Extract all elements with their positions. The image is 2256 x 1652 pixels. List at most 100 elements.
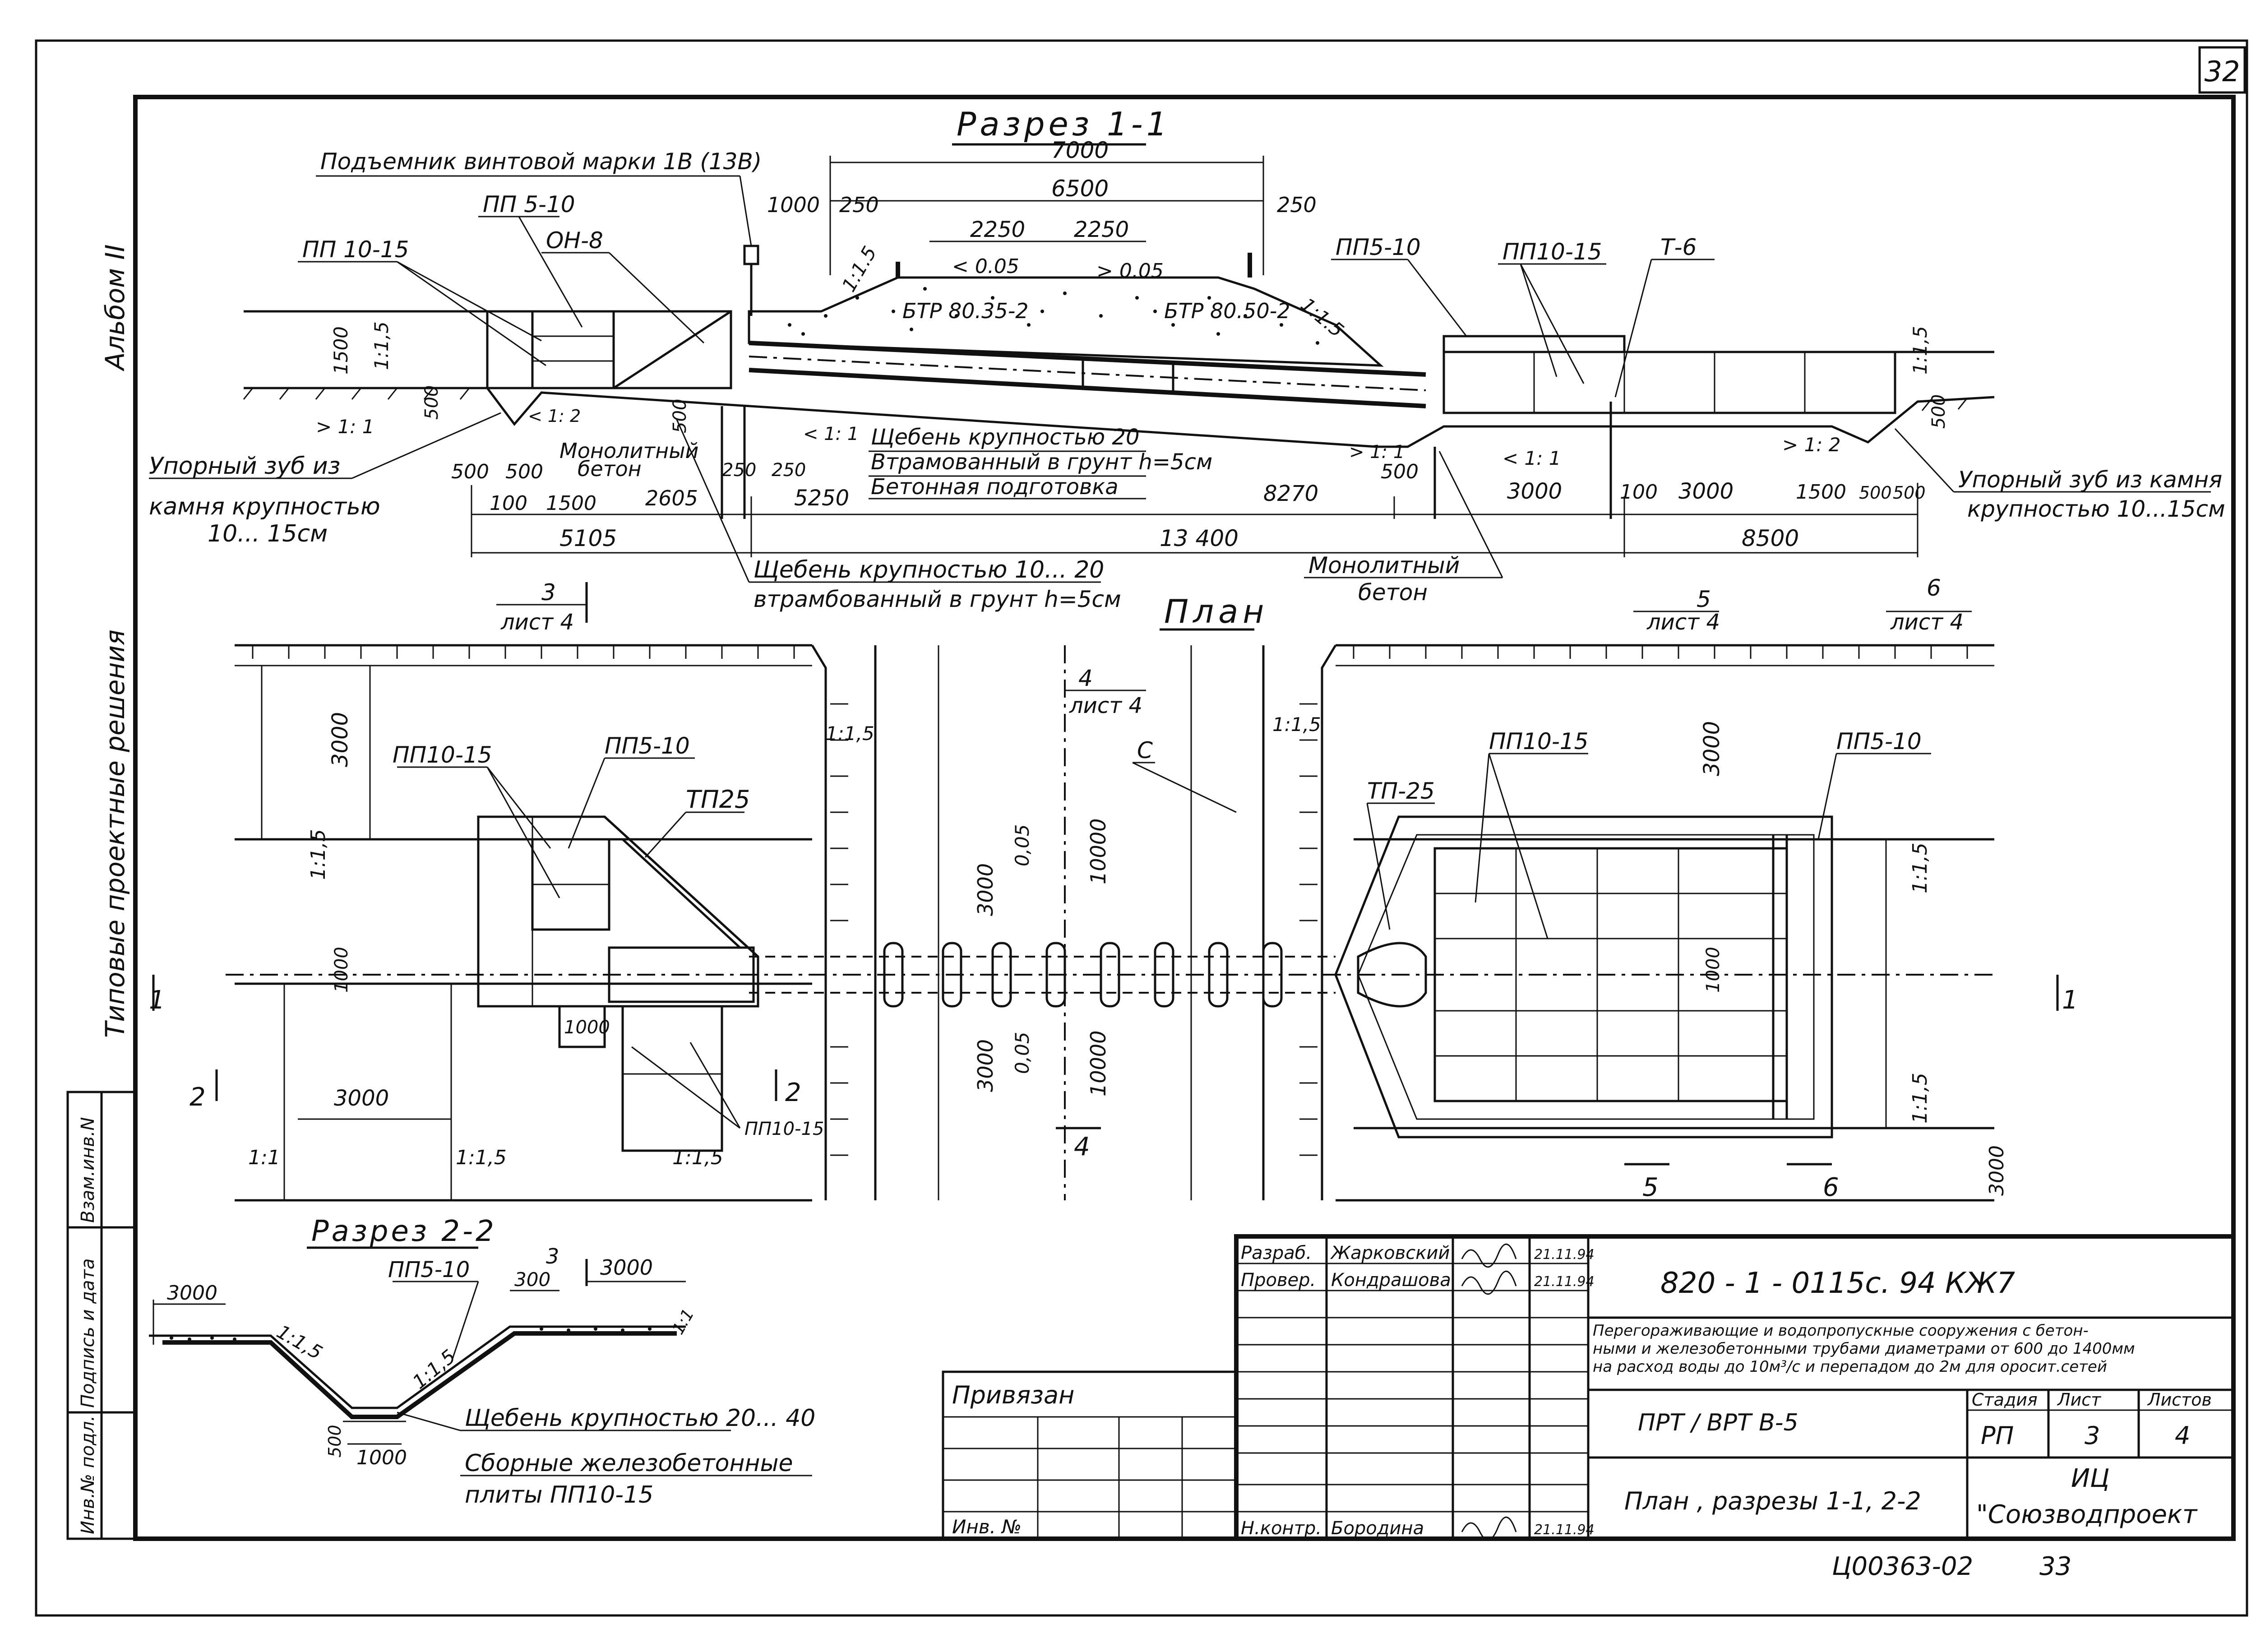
pp10-15-right-label: ПП10-15 xyxy=(1502,239,1602,265)
tb-stage-header: Стадия xyxy=(1972,1390,2038,1410)
gravel-3: Бетонная подготовка xyxy=(871,474,1119,500)
album-label: Альбом II xyxy=(100,244,130,372)
plan-1000a: 1000 xyxy=(331,947,352,993)
tb-sheet-no: 3 xyxy=(2085,1421,2100,1450)
gravel-2: Втрамованный в грунт h=5см xyxy=(871,449,1212,475)
embankment-fill xyxy=(788,287,1319,345)
plan-slope-e: 1:1,5 xyxy=(1909,1073,1932,1124)
btr1-label: БТР 80.35-2 xyxy=(902,299,1029,323)
s22-plates-1: Сборные железобетонные xyxy=(465,1450,793,1477)
dim-13400: 13 400 xyxy=(1160,525,1239,551)
dim-500f: 500 xyxy=(1381,460,1419,483)
plan-slope-f: 1:1,5 xyxy=(456,1146,507,1169)
tb-role-0: Разраб. xyxy=(1241,1243,1312,1263)
bottom-page: 33 xyxy=(2039,1552,2071,1581)
tb-code: 820 - 1 - 0115с. 94 КЖ7 xyxy=(1660,1267,2015,1300)
plan-c-label: С xyxy=(1137,737,1153,764)
dim-8270: 8270 xyxy=(1263,481,1318,506)
lt11-right: < 1: 1 xyxy=(1502,447,1561,469)
stop-right-1: Упорный зуб из камня xyxy=(1958,467,2222,493)
dim-8500: 8500 xyxy=(1742,525,1799,551)
plan-slope-a: 1:1,5 xyxy=(307,829,330,880)
s22-3000a: 3000 xyxy=(167,1282,217,1305)
plan-005a: 0,05 xyxy=(1011,824,1033,866)
side-stamp-replace: Взам.инв.N xyxy=(78,1117,98,1223)
gt11-left: > 1: 1 xyxy=(316,416,374,438)
mark-2-right: 2 xyxy=(785,1078,801,1107)
s22-plates-2: плиты ПП10-15 xyxy=(465,1481,653,1509)
tb-org-1: ИЦ xyxy=(2071,1464,2109,1493)
s22-500: 500 xyxy=(325,1425,345,1458)
dim-1500b: 1500 xyxy=(546,492,596,515)
btr2-label: БТР 80.50-2 xyxy=(1164,299,1290,323)
ref-5-sheet: лист 4 xyxy=(1646,610,1720,635)
plan-tp25-right: ТП-25 xyxy=(1367,778,1435,804)
dim-3000-r: 3000 xyxy=(1507,479,1562,504)
dim-500i: 500 xyxy=(1893,483,1926,503)
ref-4-num: 4 xyxy=(1078,665,1093,691)
tb-role-1: Провер. xyxy=(1241,1270,1316,1291)
tb-object: ПРТ / ВРТ В-5 xyxy=(1638,1409,1798,1436)
mark-1-right: 1 xyxy=(2062,986,2078,1015)
gt12-right: > 1: 2 xyxy=(1782,434,1841,456)
gravel-bottom-2: втрамбованный в грунт h=5см xyxy=(754,586,1121,612)
on8-label: ОН-8 xyxy=(546,227,603,254)
gt11-right: > 1: 1 xyxy=(1349,442,1405,463)
dim-500a: 500 xyxy=(421,385,442,420)
tb-desc-3: на расход воды до 10м³/с и перепадом до … xyxy=(1593,1358,2107,1376)
plan-pp10-15-left: ПП10-15 xyxy=(393,742,492,768)
pp5-10-right-label: ПП5-10 xyxy=(1336,234,1421,260)
plan-1000b: 1000 xyxy=(564,1017,610,1038)
plan-3000c: 3000 xyxy=(973,863,998,916)
dim-5105: 5105 xyxy=(559,525,617,551)
slope-005b: > 0.05 xyxy=(1096,259,1164,282)
dim-250c: 250 xyxy=(722,460,756,481)
dim-250b: 250 xyxy=(1277,193,1317,217)
stop-right-2: крупностью 10...15см xyxy=(1967,496,2225,522)
mark-5: 5 xyxy=(1642,1173,1659,1202)
stop-left-2: камня крупностью xyxy=(149,493,380,520)
tb-sheets-total: 4 xyxy=(2175,1421,2190,1450)
series-label: Типовые проектные решения xyxy=(100,629,130,1038)
plan-slope-c: 1:1,5 xyxy=(1272,713,1321,736)
dim-7000: 7000 xyxy=(1051,137,1109,163)
tb-attached: Привязан xyxy=(952,1381,1074,1409)
side-stamp-sign: Подпись и дата xyxy=(78,1259,98,1408)
dim-100b: 100 xyxy=(1620,481,1658,504)
dim-500d: 500 xyxy=(451,460,489,483)
plan-slope-b: 1:1,5 xyxy=(826,722,874,745)
tb-name-0: Жарковский xyxy=(1330,1243,1450,1263)
mono-right-2: бетон xyxy=(1358,579,1428,606)
plan-title: План xyxy=(1164,592,1268,630)
dim-3000b: 3000 xyxy=(1678,479,1734,504)
dim-2605: 2605 xyxy=(645,486,698,510)
mono-right-1: Монолитный xyxy=(1308,552,1460,578)
plan-10000b: 10000 xyxy=(1086,1031,1110,1097)
s22-ref-3: 3 xyxy=(546,1244,559,1268)
section-2-2-title: Разрез 2-2 xyxy=(311,1215,497,1248)
s22-pp5-10: ПП5-10 xyxy=(388,1257,470,1282)
s22-3000b: 3000 xyxy=(600,1255,653,1280)
dim-1500: 1500 xyxy=(330,326,352,375)
ref-3-num: 3 xyxy=(541,579,556,606)
plan-1000c: 1000 xyxy=(1703,947,1724,993)
tb-sheet-header: Лист xyxy=(2057,1390,2102,1410)
dim-1000: 1000 xyxy=(767,193,820,217)
ref-6-sheet: лист 4 xyxy=(1890,610,1964,635)
bottom-code: Ц00363-02 xyxy=(1832,1552,1973,1581)
ref-5-num: 5 xyxy=(1697,586,1711,612)
section-2-2: Разрез 2-2 ПП5-10 Щебень крупностью 20..… xyxy=(149,1215,815,1509)
pp5-10-left-label: ПП 5-10 xyxy=(483,191,575,217)
section-1-1: Разрез 1-1 xyxy=(149,105,2225,612)
tb-sheets-header: Листов xyxy=(2147,1390,2212,1410)
dim-500c: 500 xyxy=(1928,394,1949,429)
dim-100a: 100 xyxy=(490,492,527,515)
dim-2250a: 2250 xyxy=(970,217,1025,242)
page-number: 32 xyxy=(2205,55,2240,88)
s22-slope-a: 1:1,5 xyxy=(273,1320,326,1364)
slope-15b: 1:1.5 xyxy=(1297,293,1348,342)
section-marks: 1 1 2 2 4 5 6 xyxy=(149,975,2078,1202)
title-block: Разраб. Жарковский 21.11.94 Провер. Конд… xyxy=(942,1234,2236,1541)
plan-3000e: 3000 xyxy=(1699,721,1724,776)
